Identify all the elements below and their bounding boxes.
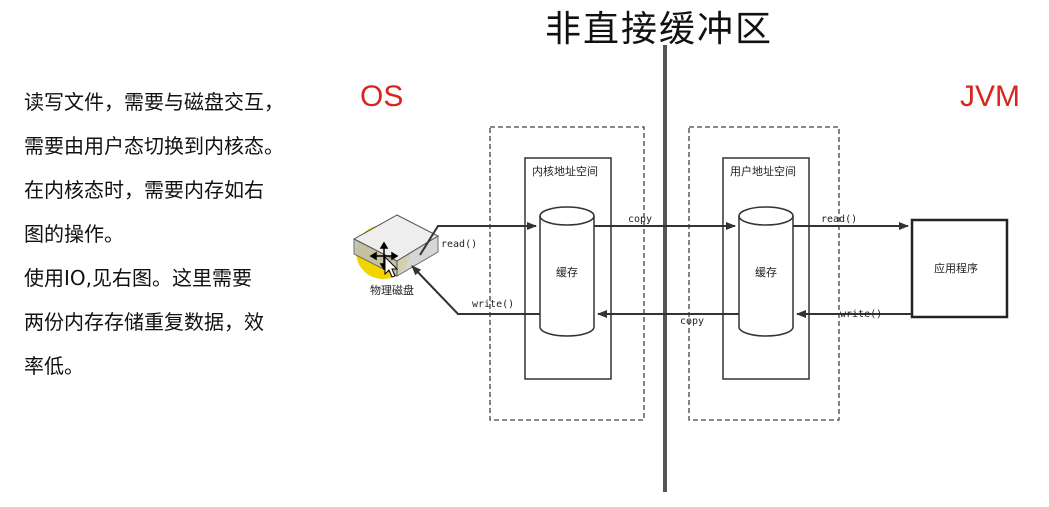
description-text: 读写文件，需要与磁盘交互， 需要由用户态切换到内核态。 在内核态时，需要内存如右… bbox=[24, 80, 344, 388]
jvm-label: JVM bbox=[960, 80, 1020, 113]
os-label: OS bbox=[360, 80, 404, 113]
read-app-label: read() bbox=[821, 214, 857, 225]
app-box bbox=[910, 218, 1009, 319]
disk-icon bbox=[352, 214, 440, 277]
write-disk-arrow bbox=[411, 265, 540, 315]
user-space-label: 用户地址空间 bbox=[730, 164, 796, 178]
description-line: 图的操作。 bbox=[24, 222, 124, 246]
kernel-space-label: 内核地址空间 bbox=[532, 164, 598, 178]
user-buffer-cylinder bbox=[738, 206, 794, 337]
write-app-label: write() bbox=[840, 309, 882, 320]
disk-label: 物理磁盘 bbox=[370, 283, 414, 297]
app-label: 应用程序 bbox=[934, 261, 978, 275]
copy-bottom-label: copy bbox=[680, 316, 704, 327]
kernel-buffer-cylinder bbox=[539, 206, 595, 337]
jvm-dashed-region bbox=[688, 126, 840, 421]
description-line: 率低。 bbox=[24, 354, 84, 378]
read-disk-arrow bbox=[419, 222, 537, 256]
description-line: 在内核态时，需要内存如右 bbox=[24, 178, 264, 202]
description-line: 需要由用户态切换到内核态。 bbox=[24, 134, 284, 158]
description-line: 两份内存存储重复数据，效 bbox=[24, 310, 264, 334]
os-dashed-region bbox=[489, 126, 645, 421]
read-disk-label: read() bbox=[441, 239, 477, 250]
write-disk-label: write() bbox=[472, 299, 514, 310]
copy-top-label: copy bbox=[628, 214, 652, 225]
user-buffer-label: 缓存 bbox=[755, 265, 777, 279]
description-line: 使用IO,见右图。这里需要 bbox=[24, 266, 252, 290]
move-cursor-icon bbox=[369, 241, 399, 278]
page-title: 非直接缓冲区 bbox=[545, 9, 774, 50]
description-line: 读写文件，需要与磁盘交互， bbox=[24, 90, 284, 114]
kernel-buffer-label: 缓存 bbox=[556, 265, 578, 279]
